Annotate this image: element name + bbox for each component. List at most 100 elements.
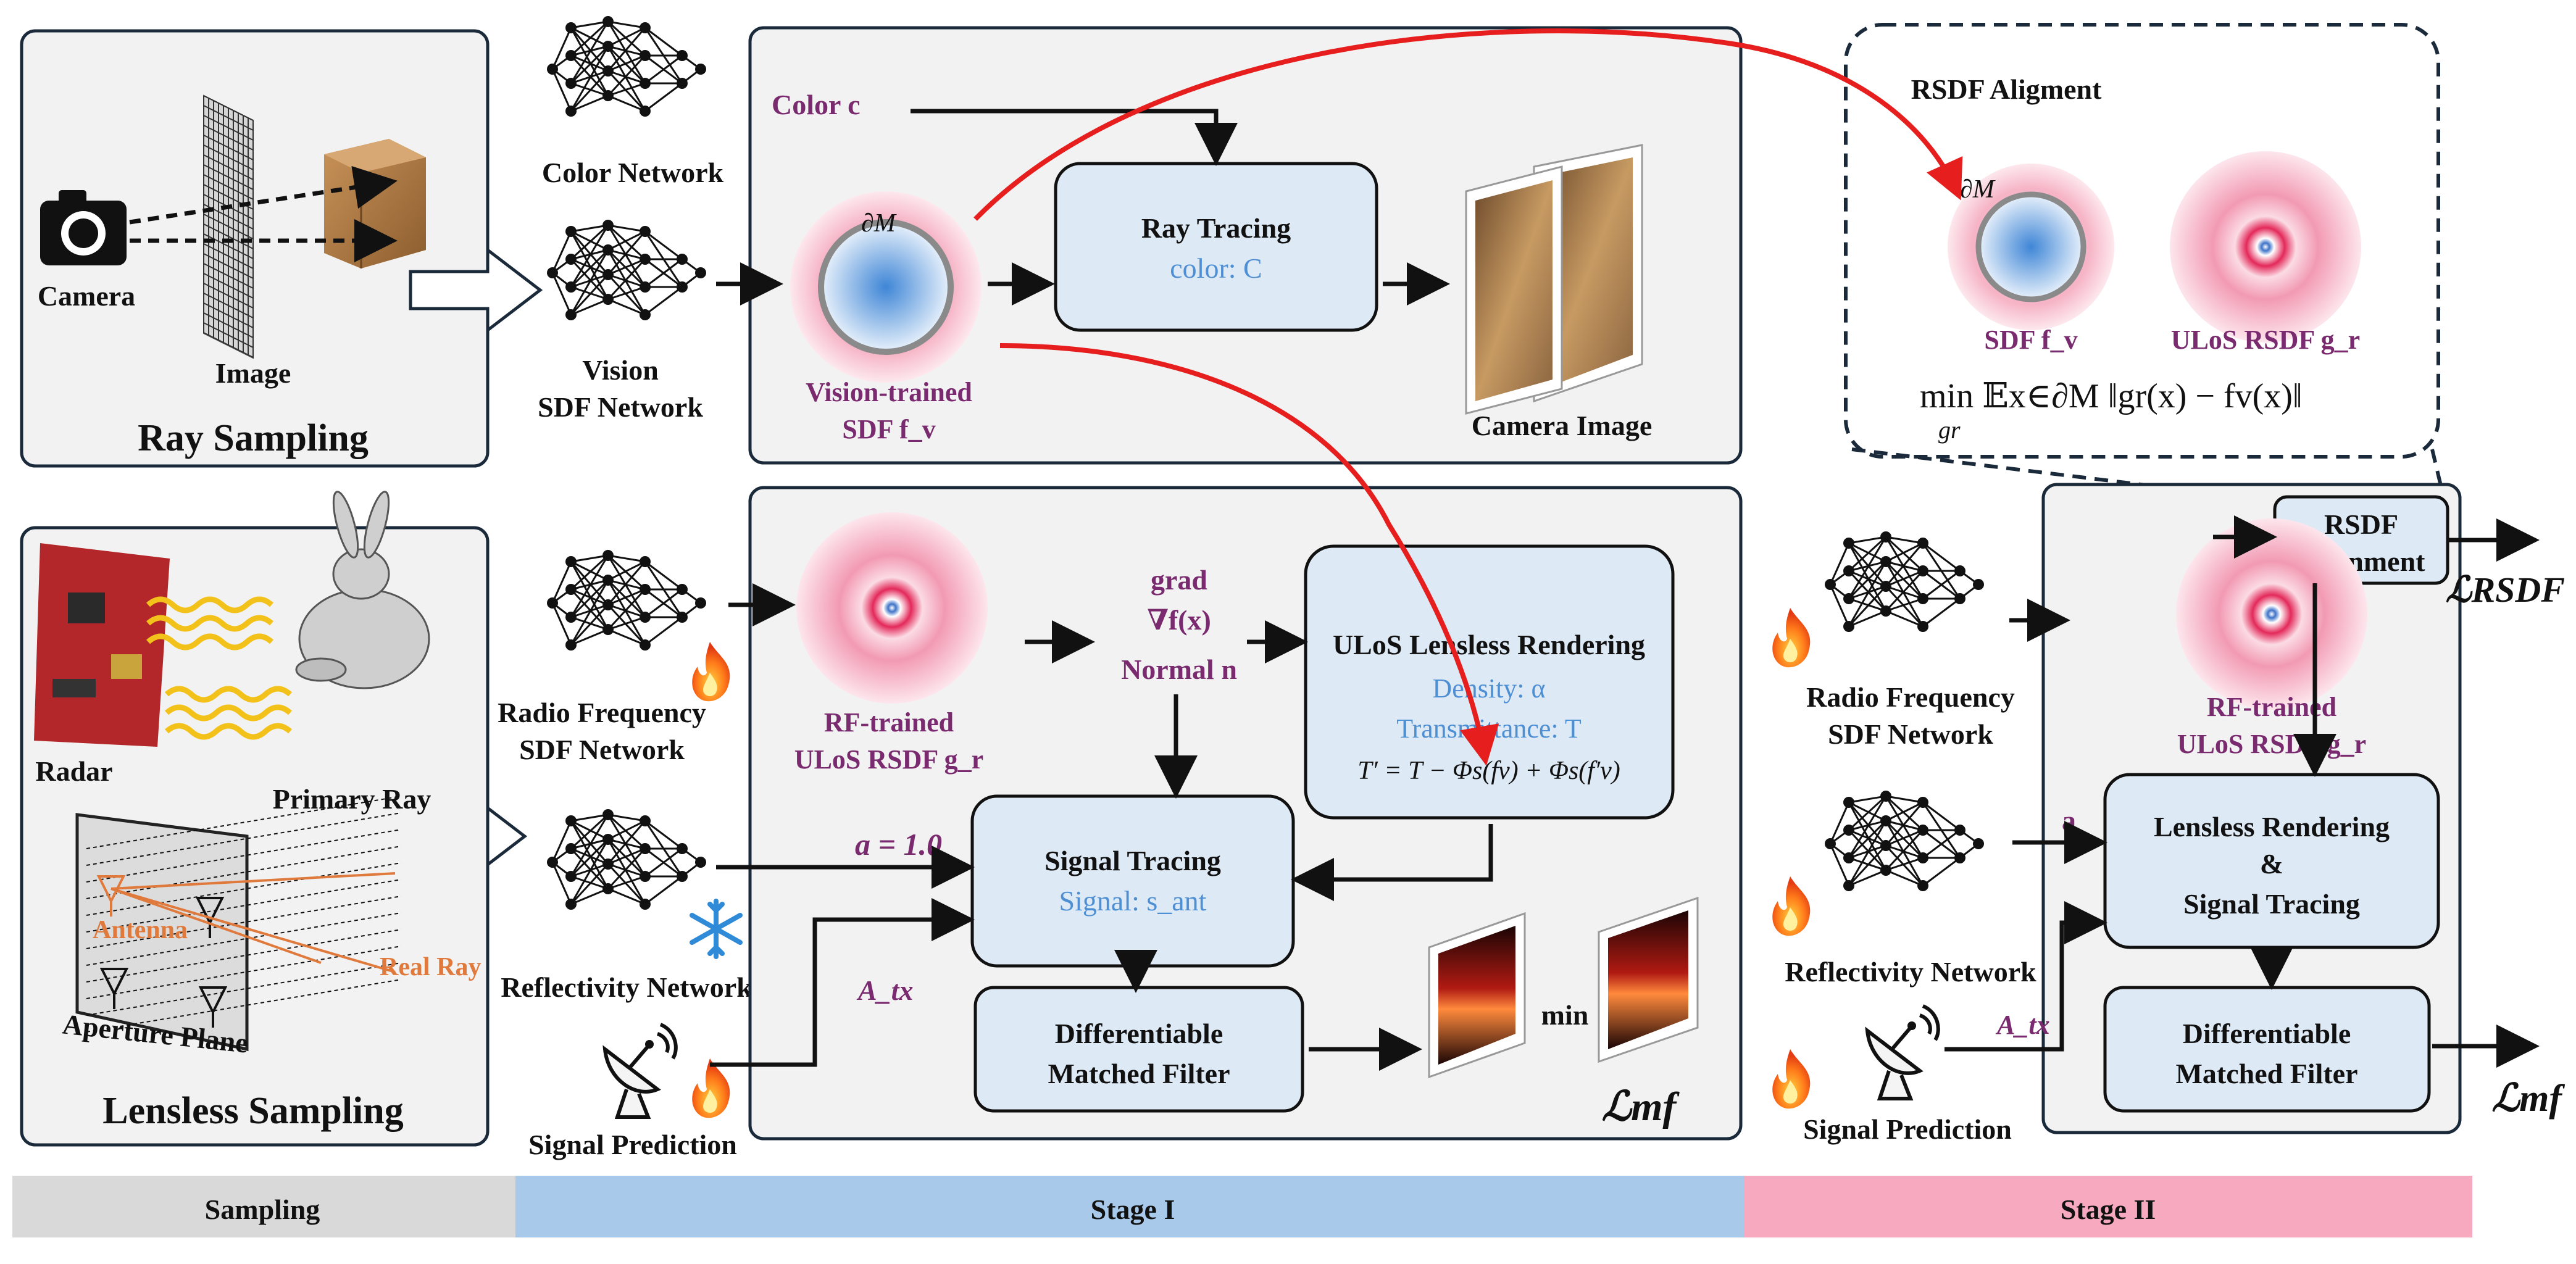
box-icon — [324, 139, 426, 268]
primary-ray-line — [86, 862, 402, 916]
fire-icon — [1772, 876, 1811, 936]
stage2-satellite-dish-icon — [1867, 1006, 1938, 1099]
antenna-label: Antenna — [93, 916, 188, 944]
primary-ray-line — [86, 946, 402, 999]
align-partial-m-label: ∂M — [1960, 175, 1996, 204]
stage1-rf-panel: RF-trained ULoS RSDF g_r grad ∇f(x) Norm… — [748, 486, 1743, 1141]
color-c-label: Color c — [772, 89, 861, 120]
ulos-rendering-title: ULoS Lensless Rendering — [1333, 629, 1645, 660]
ulos-rendering-box — [1304, 544, 1675, 820]
stage1-bar — [515, 1176, 1744, 1237]
real-rays — [110, 872, 396, 973]
rsdf-alignment-title: RSDF Aligment — [1911, 73, 2102, 105]
stage2-rf-trained-label-1: RF-trained — [2207, 692, 2336, 722]
camera-image-label: Camera Image — [1472, 410, 1653, 441]
stage2-reflectivity-label: Reflectivity Network — [1785, 956, 2036, 988]
ray-tracing-box — [1054, 162, 1378, 332]
stage2-loss-mf-label: ℒmf — [2491, 1078, 2565, 1120]
camera-label: Camera — [38, 280, 135, 312]
radar-board-image — [34, 543, 170, 747]
stage2-rendering-label-2: & — [2260, 848, 2283, 879]
nabla-label: ∇f(x) — [1147, 604, 1211, 636]
rsdf-alignment-box: RSDF Aligment ∂M SDF f_v ULoS RSDF g_r m… — [1844, 23, 2440, 459]
primary-ray-line — [86, 846, 402, 899]
vision-sdf-network-label-2: SDF Network — [538, 391, 703, 423]
block-arrow-top — [409, 246, 543, 334]
stage2-a-tx-label: A_tx — [1995, 1010, 2050, 1040]
stage2-rendering-label-1: Lensless Rendering — [2154, 811, 2390, 842]
bottom-stage-bar: Sampling Stage I Stage II — [12, 1176, 2472, 1237]
align-sdf-core — [1975, 191, 2086, 302]
rf-trained-label-1: RF-trained — [824, 707, 954, 738]
primary-ray-line — [86, 879, 402, 933]
partial-m-label: ∂M — [861, 209, 897, 238]
stage2-a-label: a — [2062, 805, 2076, 836]
primary-ray-line — [86, 962, 402, 1016]
stage1-bar-label: Stage I — [1091, 1194, 1175, 1225]
stage2-signal-prediction-label: Signal Prediction — [1803, 1113, 2012, 1145]
mf-image-gt — [1598, 896, 1699, 1063]
sampling-bar — [12, 1176, 515, 1237]
radar-label: Radar — [35, 755, 112, 787]
bunny-mesh-image — [295, 491, 430, 689]
rf-sdf-network-label-1: Radio Frequency — [498, 697, 706, 728]
stage2-bar-label: Stage II — [2061, 1194, 2156, 1225]
fire-icon — [1772, 1049, 1811, 1109]
loss-rsdf-label: ℒRSDF — [2446, 570, 2565, 610]
min-label: min — [1541, 999, 1589, 1031]
ray-sampling-title: Ray Sampling — [138, 417, 369, 459]
stage2-matched-filter-box — [2103, 986, 2431, 1113]
sampling-bar-label: Sampling — [205, 1194, 320, 1225]
loss-mf-label: ℒmf — [1602, 1084, 1680, 1129]
fire-icon — [692, 642, 730, 702]
primary-ray-line — [86, 796, 402, 849]
rf-trained-label-2: ULoS RSDF g_r — [794, 744, 983, 775]
flow-arrows — [710, 109, 2540, 1071]
red-alignment-arrows — [973, 28, 1963, 766]
reflectivity-network-icon — [546, 808, 707, 911]
camera-icon — [40, 190, 127, 265]
matched-filter-label-1: Differentiable — [1055, 1018, 1223, 1049]
snowflake-icon — [692, 901, 740, 957]
vision-sdf-network-icon — [546, 218, 707, 322]
rf-rsdf-ring — [796, 512, 988, 704]
signal-tracing-title: Signal Tracing — [1044, 845, 1221, 876]
transmittance-label: Transmittance: T — [1396, 713, 1582, 744]
stage2-rf-sdf-label-1: Radio Frequency — [1806, 681, 2015, 713]
aperture-plane — [75, 813, 249, 1052]
primary-ray-line — [86, 929, 402, 983]
antenna-icons — [96, 875, 228, 1028]
stage1-vision-panel: Color c ∂M Vision-trained SDF f_v Ray Tr… — [748, 26, 1743, 465]
fire-icon — [1772, 608, 1811, 668]
primary-ray-line — [86, 896, 402, 949]
normal-label: Normal n — [1121, 654, 1237, 685]
vision-sdf-network-label-1: Vision — [582, 354, 659, 386]
primary-ray-line — [86, 912, 402, 966]
stage2-matched-filter-label-1: Differentiable — [2183, 1018, 2351, 1049]
signal-tracing-box — [970, 794, 1295, 968]
satellite-dish-icon — [605, 1025, 676, 1117]
rsdf-align-small-label-1: RSDF — [2324, 509, 2398, 540]
reflectivity-network-label: Reflectivity Network — [501, 971, 752, 1003]
vision-trained-label-1: Vision-trained — [806, 377, 972, 407]
stage2-panel: RSDF Alignment RF-trained ULoS RSDF g_r … — [2041, 483, 2462, 1134]
align-rsdf-ring — [2170, 151, 2361, 343]
lensless-sampling-title: Lensless Sampling — [102, 1090, 404, 1132]
ray-sampling-panel: Camera Image Ray Sampling — [20, 29, 490, 468]
stage2-rf-trained-label-2: ULoS RSDF g_r — [2177, 729, 2366, 759]
rsdf-formula-sub: gr — [1938, 416, 1961, 444]
grad-label: grad — [1151, 564, 1207, 596]
radar-waves — [146, 596, 293, 740]
color-network-icon — [546, 15, 707, 118]
transmittance-formula: T′ = T − Φs(fv) + Φs(f′v) — [1357, 757, 1620, 785]
vision-trained-label-2: SDF f_v — [842, 414, 935, 444]
lensless-sampling-panel: Radar Primary Ray — [20, 491, 490, 1147]
rf-sdf-network-icon — [546, 549, 707, 652]
stage2-bar — [1744, 1176, 2472, 1237]
primary-ray-label: Primary Ray — [273, 783, 431, 815]
rf-sdf-network-label-2: SDF Network — [519, 734, 685, 765]
image-grid — [203, 94, 254, 359]
a-tx-label: A_tx — [856, 975, 913, 1006]
stage2-rendering-label-3: Signal Tracing — [2183, 888, 2360, 920]
signal-tracing-sub: Signal: s_ant — [1059, 885, 1207, 917]
